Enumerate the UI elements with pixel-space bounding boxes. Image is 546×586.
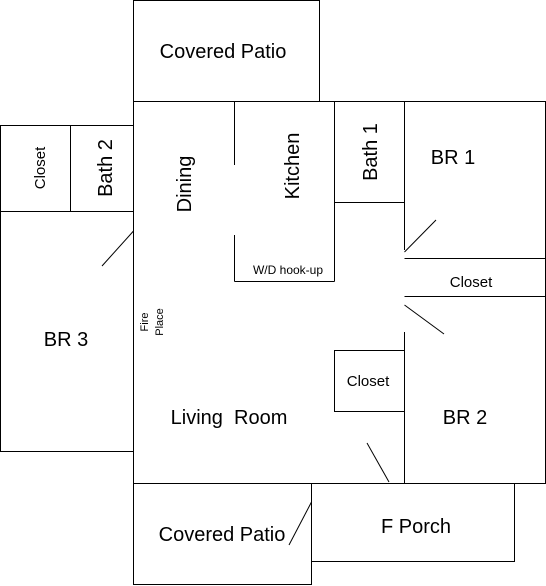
door-swing-br-1	[404, 219, 437, 253]
br-1-label: BR 1	[431, 147, 475, 169]
fireplace-label-line-2: Place	[154, 308, 166, 336]
f-porch-label: F Porch	[381, 516, 451, 538]
br-2-label: BR 2	[443, 407, 487, 429]
covered-patio-top-label: Covered Patio	[160, 41, 287, 63]
door-swing-patio	[288, 501, 312, 546]
covered-patio-bottom-label: Covered Patio	[159, 524, 286, 546]
covered-patio-top-room	[133, 0, 320, 102]
f-porch-room	[311, 483, 515, 562]
br-3-label: BR 3	[44, 329, 88, 351]
closet-right-label: Closet	[450, 274, 493, 291]
door-swing-br-2	[404, 304, 445, 335]
closet-left-room	[0, 125, 71, 212]
living-room-label: Living Room	[171, 407, 288, 429]
door-swing-front	[366, 442, 390, 483]
fireplace-label-line-1: Fire	[139, 313, 151, 332]
closet-left-label: Closet	[32, 146, 49, 189]
wd-hookup-label: W/D hook-up	[253, 263, 323, 277]
bath-2-room	[70, 125, 134, 212]
bath-2-label: Bath 2	[95, 139, 117, 197]
door-swing-br-3	[101, 230, 134, 267]
closet-center-label: Closet	[347, 373, 390, 390]
dining-label: Dining	[174, 156, 196, 213]
closet-center-room	[334, 350, 405, 412]
main-house-outline	[133, 101, 546, 484]
kitchen-label: Kitchen	[282, 133, 304, 200]
bath-1-label: Bath 1	[360, 123, 382, 181]
covered-patio-bottom-room	[133, 483, 312, 585]
